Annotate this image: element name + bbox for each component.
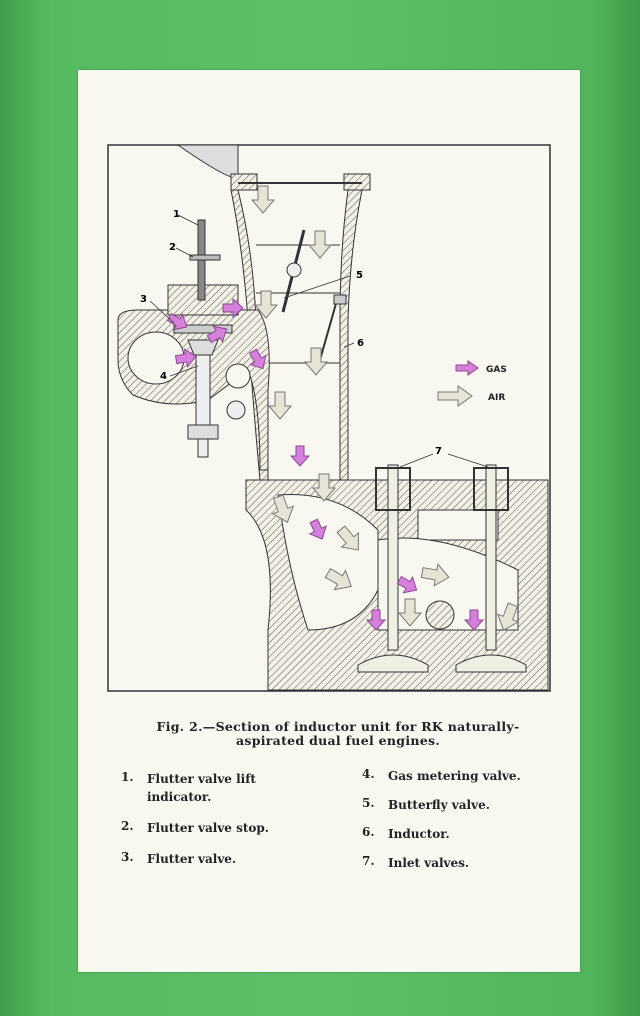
parts-list-right: 4.Gas metering valve. 5.Butterfly valve.… (362, 767, 528, 883)
part-item: 7.Inlet valves. (362, 854, 470, 870)
callout-5: 5 (356, 270, 363, 281)
callout-7: 7 (435, 446, 442, 457)
callout-3: 3 (140, 294, 147, 305)
gas-legend-label: GAS (486, 365, 507, 375)
gas-flow-arrow (290, 445, 310, 467)
callout-1: 1 (173, 209, 180, 220)
part-item: 2.Flutter valve stop. (121, 819, 269, 835)
air-flow-arrow (268, 391, 292, 420)
inductor-section-diagram: GAS AIR 1 2 3 4 5 6 7 (107, 144, 551, 692)
gas-legend-arrow (455, 360, 479, 376)
air-flow-arrow (308, 230, 332, 259)
part-item: 6.Inductor. (362, 825, 450, 841)
part-item: 1.Flutter valve lift indicator. (121, 770, 256, 804)
document-page: GAS AIR 1 2 3 4 5 6 7 Fig. 2.—Section of… (78, 70, 580, 972)
callout-4: 4 (160, 371, 167, 382)
inlet-valve-2 (455, 464, 527, 673)
callout-6: 6 (357, 338, 364, 349)
figure-frame (107, 144, 551, 692)
figure-caption: Fig. 2.—Section of inductor unit for RK … (156, 719, 520, 748)
air-legend-label: AIR (488, 393, 505, 403)
gas-valve-housing (117, 309, 270, 471)
inductor-wall-right (339, 189, 363, 481)
part-item: 4.Gas metering valve. (362, 767, 521, 783)
air-legend-arrow (437, 385, 473, 407)
upstream-pipe (176, 144, 239, 179)
part-item: 3.Flutter valve. (121, 850, 237, 866)
parts-list-left: 1.Flutter valve lift indicator. 2.Flutte… (121, 770, 287, 881)
part-item: 5.Butterfly valve. (362, 796, 490, 812)
inlet-valve-1 (357, 464, 429, 673)
air-flow-arrow (304, 347, 328, 376)
callout-2: 2 (169, 242, 176, 253)
